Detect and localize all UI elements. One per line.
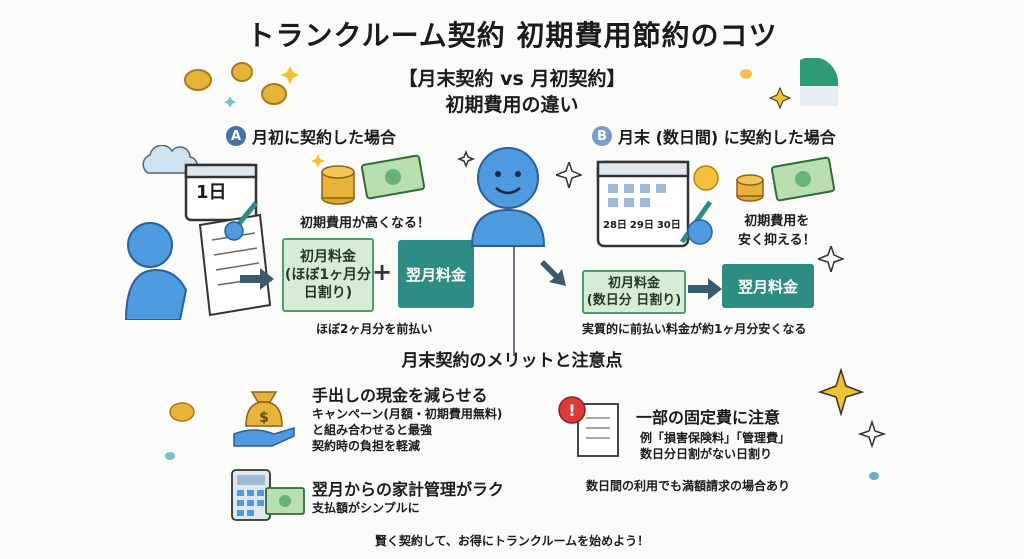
- arrow-right-icon: [240, 268, 274, 290]
- badge-a: A: [226, 126, 246, 146]
- plus-sign: +: [372, 258, 393, 286]
- badge-b: B: [592, 126, 612, 146]
- coins-and-cash-b-icon: [736, 156, 836, 202]
- merit1-line1: キャンペーン(月額・初期費用無料): [312, 407, 503, 421]
- money-bag-hand-icon: $: [233, 391, 295, 447]
- subtitle-line-2: 初期費用の違い: [445, 94, 579, 116]
- section-b-caption: 実質的に前払い料金が約1ヶ月分安くなる: [582, 322, 807, 336]
- sparkle-decoration-icon: [740, 58, 839, 110]
- calendar-day-28: 28日: [603, 220, 627, 231]
- section-b-first-month-box: 初月料金 (数日分 日割り): [582, 270, 686, 314]
- section-b-title: 月末 (数日間) に契約した場合: [618, 128, 836, 147]
- merit1-text: キャンペーン(月額・初期費用無料) と組み合わせると最強 契約時の負担を軽減: [312, 406, 502, 454]
- center-divider: [513, 246, 515, 356]
- merit1-line2: と組み合わせると最強: [312, 423, 433, 437]
- section-a-next-month-box: 翌月料金: [398, 240, 474, 308]
- page-title: トランクルーム契約 初期費用節約のコツ: [246, 19, 778, 52]
- calendar-days-row: 28日 29日 30日: [603, 216, 681, 231]
- person-signing-contract-icon: [124, 145, 272, 320]
- sparkle-icon: [556, 162, 582, 188]
- caution-title: 一部の固定費に注意: [636, 408, 781, 427]
- arrow-right-b-icon: [688, 278, 722, 300]
- section-a-heading: A 月初に契約した場合: [226, 124, 396, 148]
- section-a-title: 月初に契約した場合: [252, 128, 397, 147]
- calendar-day-30: 30日: [656, 220, 681, 231]
- section-a-first-month-box: 初月料金 (ほぼ1ヶ月分 日割り): [282, 238, 374, 312]
- section-b-heading: B 月末 (数日間) に契約した場合: [592, 124, 836, 148]
- warning-document-icon: !: [558, 396, 619, 457]
- merit1-title: 手出しの現金を減らせる: [312, 386, 488, 405]
- svg-text:$: $: [259, 410, 269, 426]
- footer-message: 賢く契約して、お得にトランクルームを始めよう！: [374, 534, 650, 548]
- section-a-cost-note: 初期費用が高くなる！: [300, 216, 431, 231]
- caution-line1: 例「損害保険料」「管理費」: [640, 431, 791, 445]
- merit2-title: 翌月からの家計管理がラク: [312, 480, 505, 499]
- subtitle-line-1: 【月末契約 vs 月初契約】: [398, 68, 626, 90]
- coins-and-cash-icon: [311, 154, 426, 205]
- section-b-cost-note-2: 安く抑える！: [738, 233, 816, 248]
- sparkle-small-icon: [857, 419, 887, 480]
- caution-line3: 数日間の利用でも満額請求の場合あり: [586, 479, 791, 493]
- caution-line2: 数日分日割がない日割り: [640, 447, 773, 461]
- section-b-cost-note: 初期費用を 安く抑える！: [738, 212, 816, 250]
- calendar-day-label: 1日: [196, 182, 227, 203]
- section-b-cost-note-1: 初期費用を: [744, 214, 810, 229]
- page-subtitle: 【月末契約 vs 月初契約】 初期費用の違い: [0, 66, 1024, 118]
- calendar-icon: [596, 160, 719, 248]
- coins-small-icon: [165, 402, 195, 460]
- merit1-line3: 契約時の負担を軽減: [312, 439, 421, 453]
- coins-decoration-icon: [184, 62, 299, 108]
- svg-text:!: !: [568, 401, 575, 420]
- caution-text: 例「損害保険料」「管理費」 数日分日割がない日割り: [640, 430, 790, 462]
- merit2-line1: 支払額がシンプルに: [312, 501, 420, 515]
- calculator-and-cash-icon: [231, 469, 305, 521]
- sparkle-large-icon: [817, 368, 865, 417]
- smiling-person-icon: [456, 147, 546, 247]
- arrow-diagonal-icon: [540, 260, 566, 286]
- sparkle-icon-b: [818, 246, 844, 272]
- section-a-caption: ほぼ2ヶ月分を前払い: [316, 322, 433, 336]
- merits-heading: 月末契約のメリットと注意点: [401, 351, 623, 371]
- calendar-day-29: 29日: [629, 220, 654, 231]
- section-b-next-month-box: 翌月料金: [722, 264, 814, 308]
